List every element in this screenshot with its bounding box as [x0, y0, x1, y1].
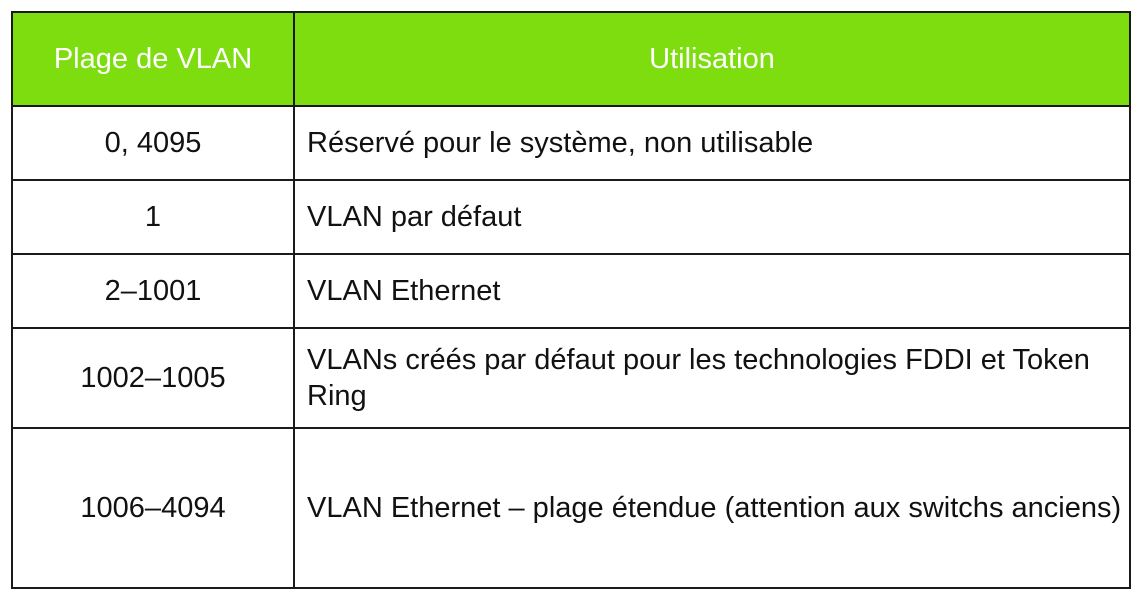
table-header: Plage de VLAN Utilisation	[11, 11, 1131, 107]
usage-cell: VLAN Ethernet	[293, 253, 1131, 329]
table-row: 0, 4095 Réservé pour le système, non uti…	[11, 105, 1131, 181]
table-row: 2–1001 VLAN Ethernet	[11, 253, 1131, 329]
usage-cell: VLAN par défaut	[293, 179, 1131, 255]
header-row: Plage de VLAN Utilisation	[11, 11, 1131, 107]
range-cell: 2–1001	[11, 253, 295, 329]
table-body: 0, 4095 Réservé pour le système, non uti…	[11, 105, 1131, 589]
table-row: 1006–4094 VLAN Ethernet – plage étendue …	[11, 427, 1131, 589]
table-row: 1 VLAN par défaut	[11, 179, 1131, 255]
table-row: 1002–1005 VLANs créés par défaut pour le…	[11, 327, 1131, 429]
usage-cell: VLANs créés par défaut pour les technolo…	[293, 327, 1131, 429]
header-range: Plage de VLAN	[11, 11, 295, 107]
range-cell: 1002–1005	[11, 327, 295, 429]
range-cell: 1006–4094	[11, 427, 295, 589]
usage-cell: VLAN Ethernet – plage étendue (attention…	[293, 427, 1131, 589]
range-cell: 0, 4095	[11, 105, 295, 181]
vlan-range-table: Plage de VLAN Utilisation 0, 4095 Réserv…	[11, 11, 1131, 589]
usage-cell: Réservé pour le système, non utilisable	[293, 105, 1131, 181]
range-cell: 1	[11, 179, 295, 255]
header-usage: Utilisation	[293, 11, 1131, 107]
